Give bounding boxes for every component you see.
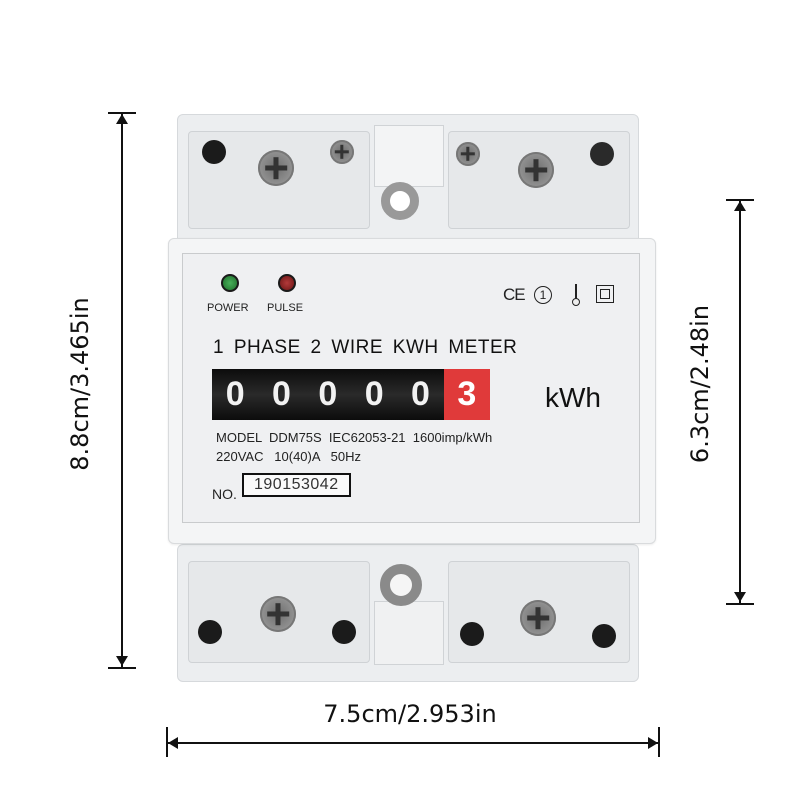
spec-line-2: 220VAC 10(40)A 50Hz: [216, 449, 362, 464]
arrow-left-icon: [168, 737, 178, 749]
terminal-hole-1: [202, 140, 226, 164]
pulse-label: PULSE: [267, 302, 304, 314]
serial-label: NO.: [212, 486, 237, 502]
terminal-screw-N: [518, 152, 554, 188]
terminal-hole-4: [590, 142, 614, 166]
terminal-screw-bottom-right: [520, 600, 556, 636]
counter-decimal-digit: 3: [443, 369, 490, 420]
power-label: POWER: [207, 302, 249, 314]
terminal-screw-small-right: [456, 142, 480, 166]
terminal-screw-L: [258, 150, 294, 186]
kwh-counter-display: 0 0 0 0 0 3: [212, 369, 490, 420]
arrow-up-icon: [116, 114, 128, 124]
terminal-screw-bottom-left: [260, 596, 296, 632]
terminal-screw-small-left: [330, 140, 354, 164]
double-insulation-icon: [596, 285, 614, 303]
terminal-hole-7: [460, 622, 484, 646]
arrow-down-icon: [734, 592, 746, 602]
front-height-tick-bottom: [726, 603, 754, 605]
counter-digit: 0: [397, 369, 444, 420]
width-dimension-tick-right: [658, 727, 660, 757]
height-dimension-line: [121, 113, 123, 668]
counter-digit: 0: [212, 369, 259, 420]
width-dimension-label: 7.5cm/2.953in: [323, 700, 497, 728]
arrow-down-icon: [116, 656, 128, 666]
bottom-clip-slot: [374, 601, 444, 665]
height-dimension-label: 8.8cm/3.465in: [66, 297, 94, 471]
meter-housing: [172, 112, 646, 688]
terminal-hole-5: [198, 620, 222, 644]
bottom-terminal-cover: [177, 544, 639, 682]
terminal-hole-8: [592, 624, 616, 648]
width-dimension-line: [167, 742, 659, 744]
arrow-right-icon: [648, 737, 658, 749]
pulse-led-icon: [278, 274, 296, 292]
top-terminal-cover: [177, 114, 639, 244]
class-1-text: 1: [539, 288, 547, 302]
spec-line-1: MODEL DDM75S IEC62053-21 1600imp/kWh: [216, 430, 493, 445]
ce-mark-icon: CE: [503, 285, 526, 304]
front-height-dimension-line: [739, 200, 741, 604]
front-height-dimension-label: 6.3cm/2.48in: [686, 304, 714, 464]
kwh-unit-label: kWh: [545, 382, 601, 413]
power-led-icon: [221, 274, 239, 292]
height-dimension-tick-bottom: [108, 667, 136, 669]
counter-digit: 0: [350, 369, 398, 420]
ground-symbol-icon: [575, 284, 577, 300]
serial-number-box: 190153042: [242, 473, 351, 497]
mounting-ring-top: [381, 182, 419, 220]
terminal-hole-6: [332, 620, 356, 644]
width-dimension-tick-left: [166, 727, 168, 757]
counter-digit: 0: [304, 369, 351, 420]
arrow-up-icon: [734, 201, 746, 211]
front-height-tick-top: [726, 199, 754, 201]
ground-symbol-dot-icon: [572, 298, 580, 306]
class-1-icon: 1: [534, 286, 552, 304]
top-clip-slot: [374, 125, 444, 187]
counter-digit: 0: [258, 369, 305, 420]
height-dimension-tick-top: [108, 112, 136, 114]
mounting-ring-bottom: [380, 564, 422, 606]
meter-title: 1 PHASE 2 WIRE KWH METER: [213, 337, 518, 358]
